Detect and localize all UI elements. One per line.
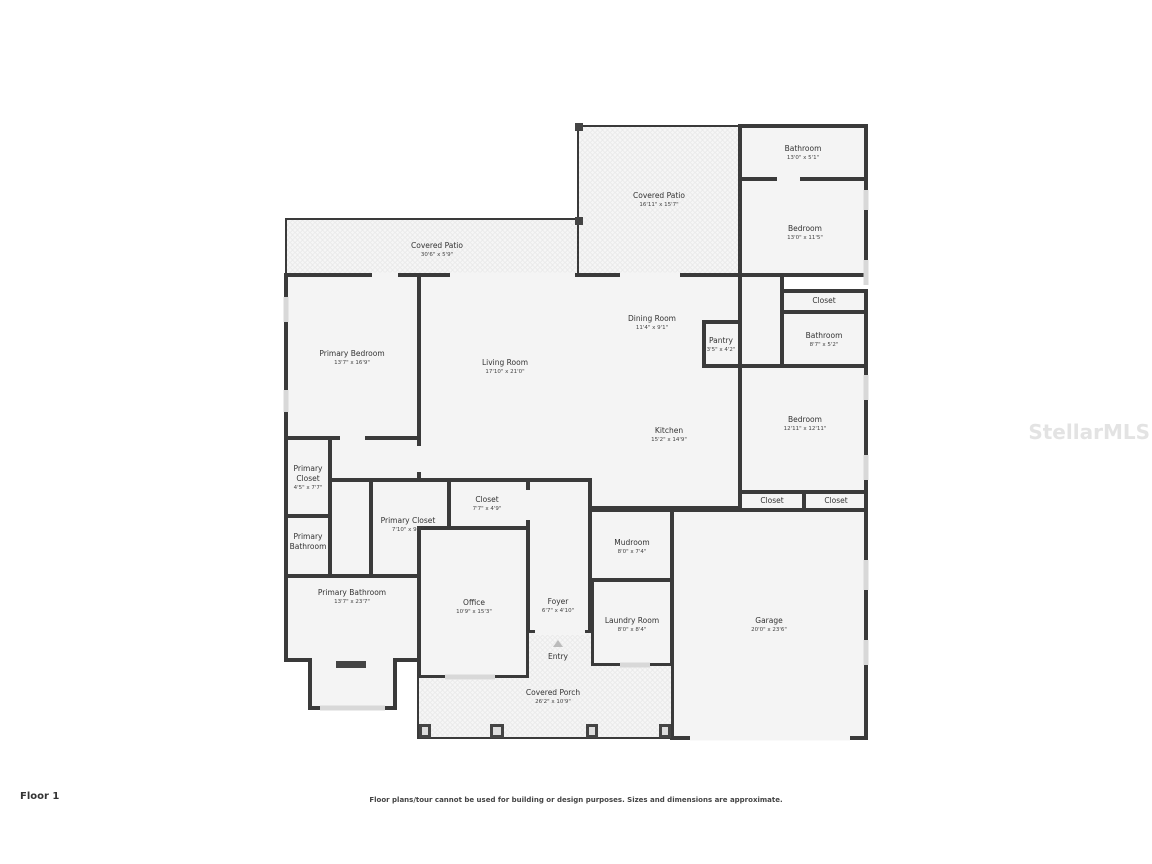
covered-patio-upper [577,125,741,276]
label-name: Closet [824,496,847,505]
label-name: Bathroom [785,144,822,153]
label-name: Bathroom [806,331,843,340]
label-name: Primary [294,464,324,473]
label-dim: 13'7" x 23'7" [334,599,370,605]
label-name: Closet [760,496,783,505]
label-dim: 30'6" x 5'9" [421,252,453,258]
room-laundry [590,578,674,667]
label-name: Office [463,598,485,607]
openings [283,176,869,741]
room-living-kitchen [417,273,742,510]
label-name: Laundry Room [605,616,659,625]
label-dim: 15'2" x 14'9" [651,437,687,443]
label-dim: 13'7" x 16'9" [334,360,370,366]
label-name: Covered Patio [633,191,685,200]
label-dim: 11'4" x 9'1" [636,325,668,331]
porch-posts [419,724,671,738]
label-name: Primary Bedroom [319,349,384,358]
watermark-logo: StellarMLS [1028,420,1150,444]
label-dim: 16'11" x 15'7" [639,202,678,208]
label-dim: 3'5" x 4'2" [707,347,736,353]
label-name: Primary [294,532,324,541]
label-dim: 13'0" x 11'5" [787,235,823,241]
label-dim: 6'7" x 4'10" [542,608,574,614]
label-name: Bedroom [788,224,822,233]
label-name: Closet [296,474,319,483]
entry-arrow-icon [553,640,563,647]
label-name: Primary Bathroom [318,588,386,597]
label-name: Closet [475,495,498,504]
label-dim: 26'2" x 10'9" [535,699,571,705]
label-dim: 7'7" x 4'9" [473,506,502,512]
hallway-east [738,273,784,368]
label-dim: 17'10" x 21'0" [485,369,524,375]
floor-label: Floor 1 [20,791,60,802]
label-dim: 10'9" x 15'3" [456,609,492,615]
label-name: Closet [812,296,835,305]
label-name: Garage [755,616,783,625]
label-name: Bedroom [788,415,822,424]
room-primary-closet-small [284,436,332,518]
label-name: Covered Porch [526,688,580,697]
label-dim: 7'10" x 9'9" [392,527,424,533]
label-name: Pantry [709,336,734,345]
disclaimer: Floor plans/tour cannot be used for buil… [369,796,783,804]
hallway-primary-2 [328,478,373,578]
hallway-primary [328,436,421,482]
label-dim: 8'0" x 8'4" [618,627,647,633]
label-name: Kitchen [655,426,683,435]
label-name: Entry [548,652,569,661]
label-name: Primary Closet [381,516,436,525]
label-name: Mudroom [614,538,649,547]
room-primary-bedroom [284,273,421,440]
label-name: Foyer [548,597,570,606]
bathtub-icon [336,661,366,668]
label-dim: 8'0" x 7'4" [618,549,647,555]
room-garage [670,508,868,740]
label-dim: 20'0" x 23'6" [751,627,787,633]
room-bathroom-mid [780,310,868,368]
label-dim: 4'5" x 7'7" [294,485,323,491]
label-name: Covered Patio [411,241,463,250]
room-bedroom-top [738,177,868,277]
label-dim: 13'0" x 5'1" [787,155,819,161]
label-name: Bathroom [290,542,327,551]
room-bathroom-top [738,124,868,181]
room-primary-bathroom-small [284,514,332,578]
label-name: Living Room [482,358,528,367]
label-dim: 8'7" x 5'2" [810,342,839,348]
label-dim: 12'11" x 12'11" [784,426,827,432]
room-pantry [702,320,742,368]
patio-post [575,217,583,225]
room-closet-hall [447,478,530,530]
label-name: Dining Room [628,314,676,323]
patio-post [575,123,583,131]
